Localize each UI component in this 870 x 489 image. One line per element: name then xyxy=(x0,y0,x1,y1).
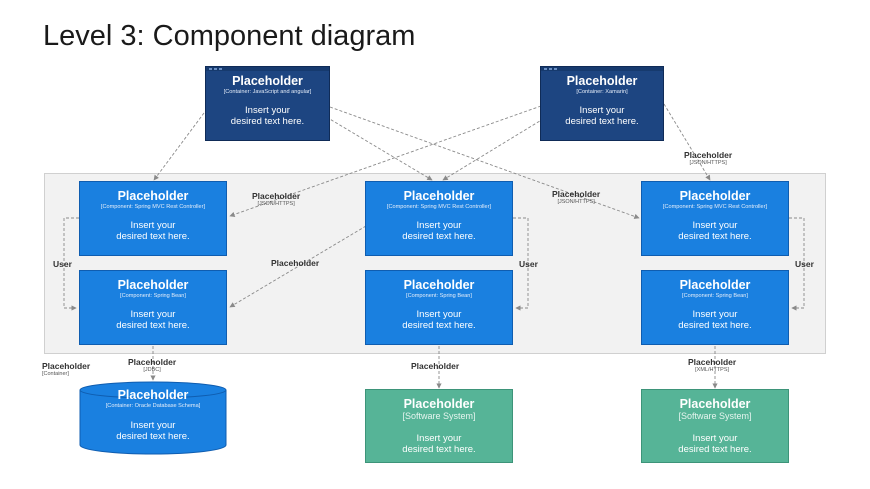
component-controller-left[interactable]: Placeholder [Component: Spring MVC Rest … xyxy=(79,181,227,256)
container-title: Placeholder xyxy=(232,74,303,88)
component-subtitle: [Component: Spring MVC Rest Controller] xyxy=(662,204,768,210)
database-title: Placeholder xyxy=(117,388,189,402)
edge-label-json-left: Placeholder [JSON/HTTPS] xyxy=(252,191,301,207)
edge-controller-to-bean xyxy=(229,225,367,308)
component-subtitle: [Component: Spring Bean] xyxy=(682,293,748,299)
software-system-right[interactable]: Placeholder [Software System] Insert you… xyxy=(641,389,789,463)
edge-mobile-to-controller-3 xyxy=(663,103,711,181)
component-bean-right[interactable]: Placeholder [Component: Spring Bean] Ins… xyxy=(641,270,789,345)
database-desc-line-2: desired text here. xyxy=(116,431,190,442)
database-subtitle: [Container: Oracle Database Schema] xyxy=(105,403,201,409)
edge-label-json-middle: Placeholder [JSON/HTTPS] xyxy=(552,189,601,205)
page-title: Level 3: Component diagram xyxy=(43,20,416,52)
edge-label-json-right: Placeholder [JSON/HTTPS] xyxy=(684,150,733,166)
loop-left xyxy=(63,217,79,311)
software-system-middle[interactable]: Placeholder [Software System] Insert you… xyxy=(365,389,513,463)
component-subtitle: [Component: Spring MVC Rest Controller] xyxy=(100,204,206,210)
component-bean-middle[interactable]: Placeholder [Component: Spring Bean] Ins… xyxy=(365,270,513,345)
system-title: Placeholder xyxy=(403,397,475,411)
component-desc-line-1: Insert your xyxy=(416,220,462,231)
component-desc-line-1: Insert your xyxy=(692,309,738,320)
component-desc-line-1: Insert your xyxy=(130,220,176,231)
system-desc-line-2: desired text here. xyxy=(678,444,752,455)
component-subtitle: [Component: Spring MVC Rest Controller] xyxy=(386,204,492,210)
component-controller-right[interactable]: Placeholder [Component: Spring MVC Rest … xyxy=(641,181,789,256)
edge-web-to-controller-1 xyxy=(153,108,208,181)
component-desc-line-2: desired text here. xyxy=(402,231,476,242)
edge-label-controller-bean: Placeholder xyxy=(271,258,320,268)
component-desc-line-1: Insert your xyxy=(692,220,738,231)
component-desc-line-2: desired text here. xyxy=(402,320,476,331)
container-mobile-app[interactable]: Placeholder [Container: Xamarin] Insert … xyxy=(540,66,664,141)
system-desc-line-1: Insert your xyxy=(416,433,462,444)
edge-web-to-controller-2 xyxy=(317,111,433,181)
container-desc-line-1: Insert your xyxy=(245,105,290,116)
container-title: Placeholder xyxy=(566,74,638,88)
user-label-right: User xyxy=(795,259,814,269)
container-subtitle: [Container: Xamarin] xyxy=(576,89,628,95)
container-desc-line-2: desired text here. xyxy=(565,116,639,127)
system-subtitle: [Software System] xyxy=(402,411,476,421)
component-subtitle: [Component: Spring Bean] xyxy=(120,293,186,299)
component-title: Placeholder xyxy=(117,278,189,292)
system-subtitle: [Software System] xyxy=(678,411,752,421)
database-desc-line-1: Insert your xyxy=(130,420,176,431)
loop-middle xyxy=(513,217,529,311)
component-desc-line-1: Insert your xyxy=(416,309,462,320)
component-desc-line-2: desired text here. xyxy=(116,231,190,242)
component-controller-middle[interactable]: Placeholder [Component: Spring MVC Rest … xyxy=(365,181,513,256)
system-desc-line-1: Insert your xyxy=(692,433,738,444)
container-web-app[interactable]: Placeholder [Container: JavaScript and a… xyxy=(205,66,330,141)
database-container[interactable]: Placeholder [Container: Oracle Database … xyxy=(79,381,227,455)
component-subtitle: [Component: Spring Bean] xyxy=(406,293,472,299)
user-label-left: User xyxy=(53,259,72,269)
container-desc-line-1: Insert your xyxy=(579,105,625,116)
component-title: Placeholder xyxy=(117,189,189,203)
edge-mobile-to-controller-2 xyxy=(442,115,549,181)
component-bean-left[interactable]: Placeholder [Component: Spring Bean] Ins… xyxy=(79,270,227,345)
database-cylinder-icon xyxy=(79,381,227,455)
component-title: Placeholder xyxy=(679,189,751,203)
component-desc-line-1: Insert your xyxy=(130,309,176,320)
user-label-middle: User xyxy=(519,259,538,269)
component-title: Placeholder xyxy=(403,278,475,292)
edge-label-jdbc: Placeholder [JDBC] xyxy=(128,357,177,373)
component-desc-line-2: desired text here. xyxy=(116,320,190,331)
system-title: Placeholder xyxy=(679,397,751,411)
component-title: Placeholder xyxy=(403,189,475,203)
component-desc-line-2: desired text here. xyxy=(678,320,752,331)
edge-label-xml: Placeholder [XML/HTTPS] xyxy=(688,357,737,373)
component-title: Placeholder xyxy=(679,278,751,292)
boundary-label: Placeholder [Container] xyxy=(42,361,91,377)
loop-right xyxy=(789,217,805,311)
system-desc-line-2: desired text here. xyxy=(402,444,476,455)
component-desc-line-2: desired text here. xyxy=(678,231,752,242)
container-desc-line-2: desired text here. xyxy=(230,116,305,127)
container-subtitle: [Container: JavaScript and angular] xyxy=(223,89,312,95)
edge-label-system-middle: Placeholder xyxy=(411,361,460,371)
